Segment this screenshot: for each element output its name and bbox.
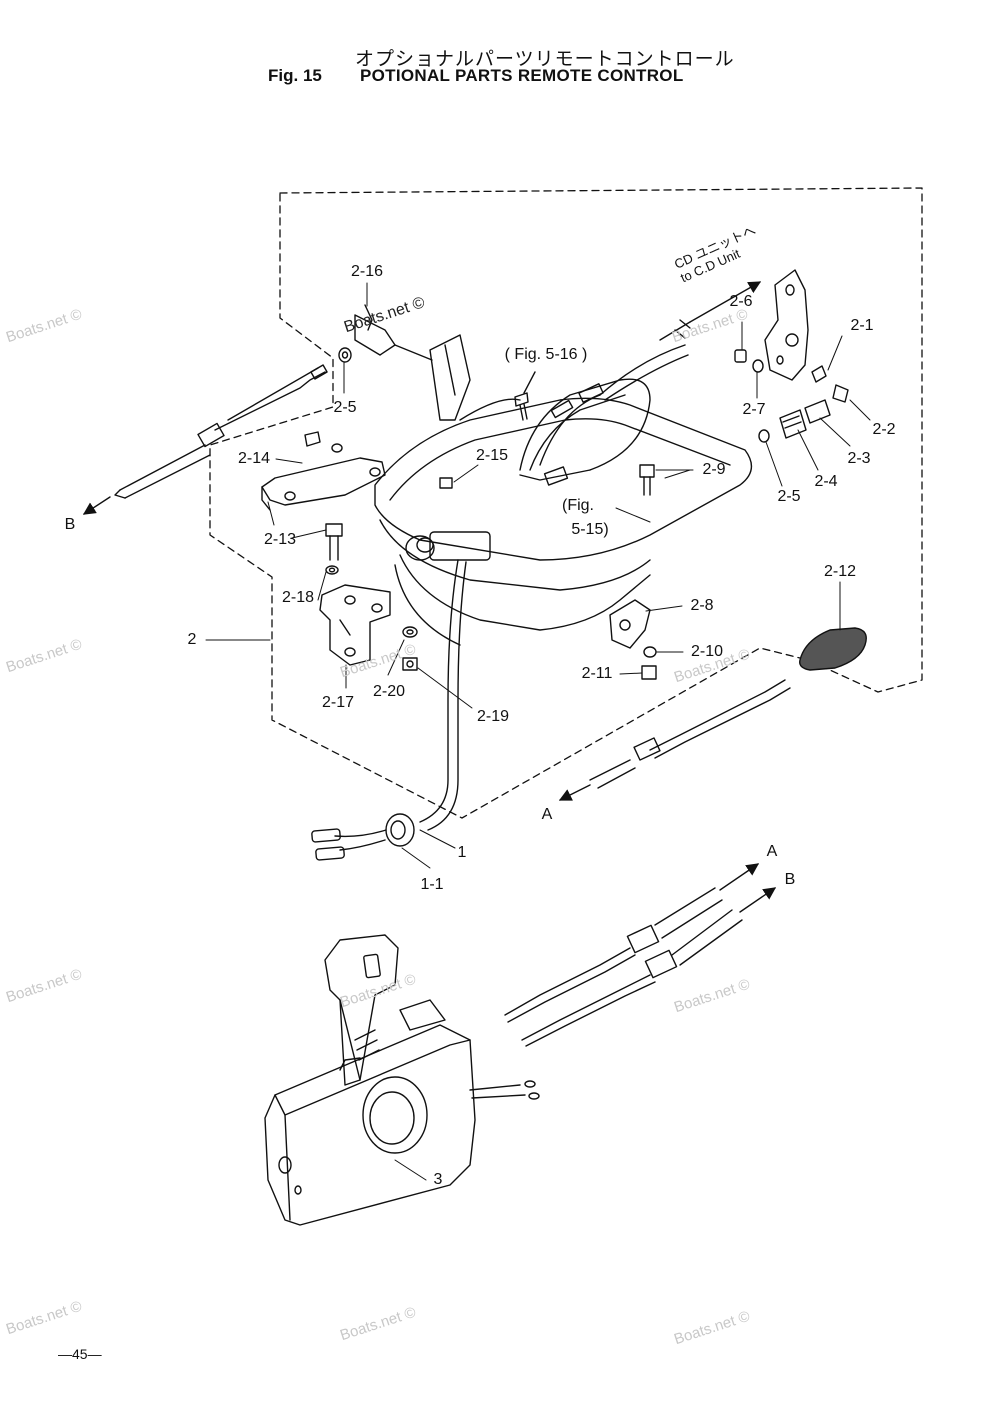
nut-2-15 (439, 477, 453, 489)
callout-2-3: 2-3 (847, 450, 871, 467)
page-number: —45— (58, 1346, 102, 1362)
callout-1: 1 (457, 844, 467, 861)
arrow-b-right (739, 887, 777, 913)
callout-fig-5-16: ( Fig. 5-16 ) (504, 346, 588, 363)
callout-b-left: B (64, 516, 76, 533)
callout-2-13: 2-13 (263, 531, 297, 548)
cable-b-left (114, 364, 328, 499)
remote-control-box (264, 934, 540, 1226)
callout-2-15: 2-15 (475, 447, 509, 464)
assembly-boundary (209, 187, 923, 819)
callout-a-mid: A (541, 806, 553, 823)
callout-2-12: 2-12 (823, 563, 857, 580)
leader-lines (205, 282, 871, 1181)
washer-2-10 (643, 646, 657, 658)
clip-2-16 (338, 304, 433, 363)
nut-2-19 (402, 657, 418, 671)
title-japanese: オプショナルパーツリモートコントロール (355, 48, 735, 70)
callout-fig-5-15a: (Fig. (562, 497, 594, 514)
wiring-harness (519, 319, 691, 486)
callout-1-1: 1-1 (420, 876, 444, 893)
callout-2-9: 2-9 (702, 461, 726, 478)
figure-number: Fig. 15 (268, 66, 322, 85)
callout-2-6: 2-6 (729, 293, 753, 310)
knob-2-12 (799, 627, 867, 671)
callout-2-5b: 2-5 (777, 488, 801, 505)
callout-2-17: 2-17 (321, 694, 355, 711)
arrow-b-left (82, 496, 111, 515)
callout-3: 3 (433, 1171, 443, 1188)
main-bracket (374, 334, 753, 646)
harness-cable-1 (311, 559, 467, 861)
callout-2-7: 2-7 (742, 401, 766, 418)
clamp-2-8 (609, 599, 651, 649)
grommet-boss (405, 531, 491, 561)
callout-2: 2 (187, 631, 197, 648)
title-english: POTIONAL PARTS REMOTE CONTROL (360, 66, 684, 85)
callout-2-19: 2-19 (476, 708, 510, 725)
callout-2-2: 2-2 (872, 421, 896, 438)
callout-2-18: 2-18 (281, 589, 315, 606)
nut-2-11 (641, 665, 657, 680)
callout-2-1: 2-1 (850, 317, 874, 334)
cd-unit-arrow (689, 281, 762, 323)
arrow-a-right (719, 863, 760, 891)
callout-fig-5-15b: 5-15) (571, 521, 609, 538)
fittings-2-2-to-2-7 (734, 349, 849, 443)
bolt-2-9 (639, 464, 655, 496)
bracket-2-1 (764, 269, 827, 383)
washer-2-20 (402, 626, 418, 638)
bracket-2-17 (319, 584, 391, 666)
cable-a-mid (589, 679, 791, 789)
callout-2-20: 2-20 (372, 683, 406, 700)
screw-fig-5-16 (514, 371, 536, 421)
callout-a-right: A (766, 843, 778, 860)
callout-2-14: 2-14 (237, 450, 271, 467)
callout-2-4: 2-4 (814, 473, 838, 490)
bolt-2-13 (325, 523, 343, 575)
callout-2-8: 2-8 (690, 597, 714, 614)
cables-ab-right (504, 887, 743, 1047)
callout-b-right: B (784, 871, 796, 888)
callout-2-10: 2-10 (690, 643, 724, 660)
bracket-2-14 (261, 431, 386, 511)
callout-2-11: 2-11 (581, 665, 613, 682)
callout-2-5a: 2-5 (333, 399, 357, 416)
arrow-a-mid (558, 784, 591, 801)
callout-2-16: 2-16 (350, 263, 384, 280)
